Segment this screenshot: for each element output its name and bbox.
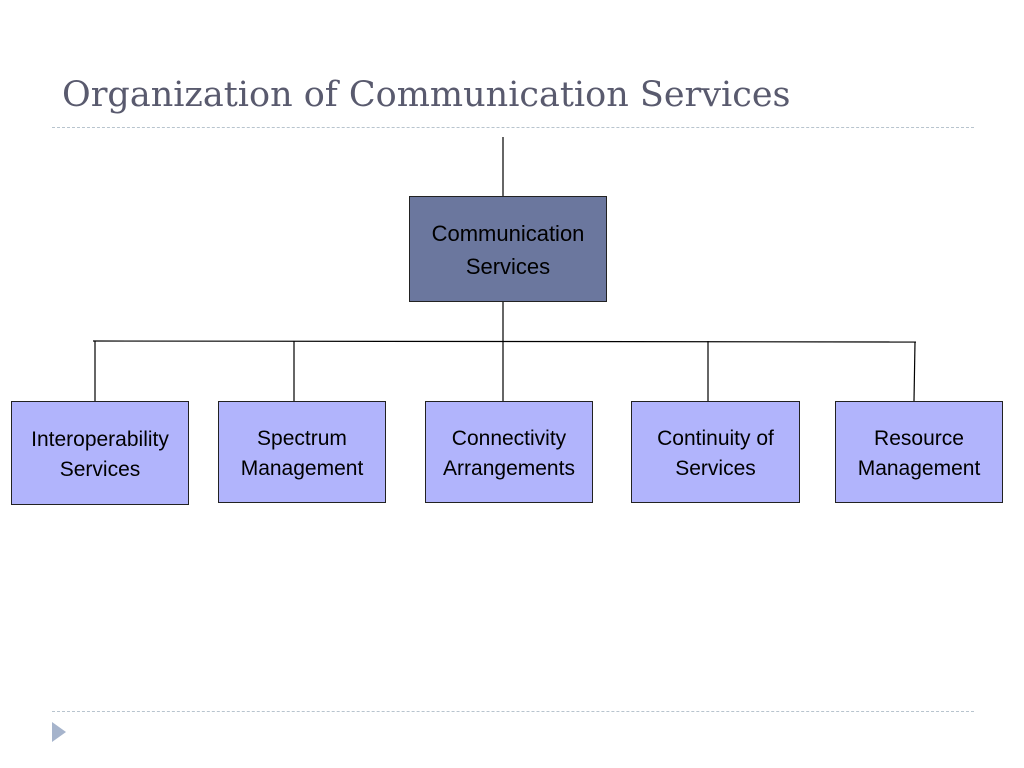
org-node-label: Interoperability Services bbox=[31, 428, 169, 481]
title-divider bbox=[52, 127, 974, 128]
org-node-root: Communication Services bbox=[409, 196, 607, 302]
slide-title: Organization of Communication Services bbox=[62, 75, 791, 115]
play-triangle-icon bbox=[52, 722, 66, 742]
org-node-resource-management: Resource Management bbox=[835, 401, 1003, 503]
org-node-label: Connectivity Arrangements bbox=[443, 427, 575, 480]
org-node-label: Resource Management bbox=[857, 427, 981, 480]
connector-horizontal-bus bbox=[92, 340, 917, 343]
org-node-continuity-of-services: Continuity of Services bbox=[631, 401, 800, 503]
connector-branch-5 bbox=[913, 341, 916, 402]
footer-divider bbox=[52, 711, 974, 712]
org-node-spectrum-management: Spectrum Management bbox=[218, 401, 386, 503]
org-node-label: Continuity of Services bbox=[657, 427, 774, 480]
org-node-interoperability-services: Interoperability Services bbox=[11, 401, 189, 505]
org-node-root-label: Communication Services bbox=[431, 221, 585, 279]
org-node-label: Spectrum Management bbox=[240, 427, 364, 480]
org-node-connectivity-arrangements: Connectivity Arrangements bbox=[425, 401, 593, 503]
